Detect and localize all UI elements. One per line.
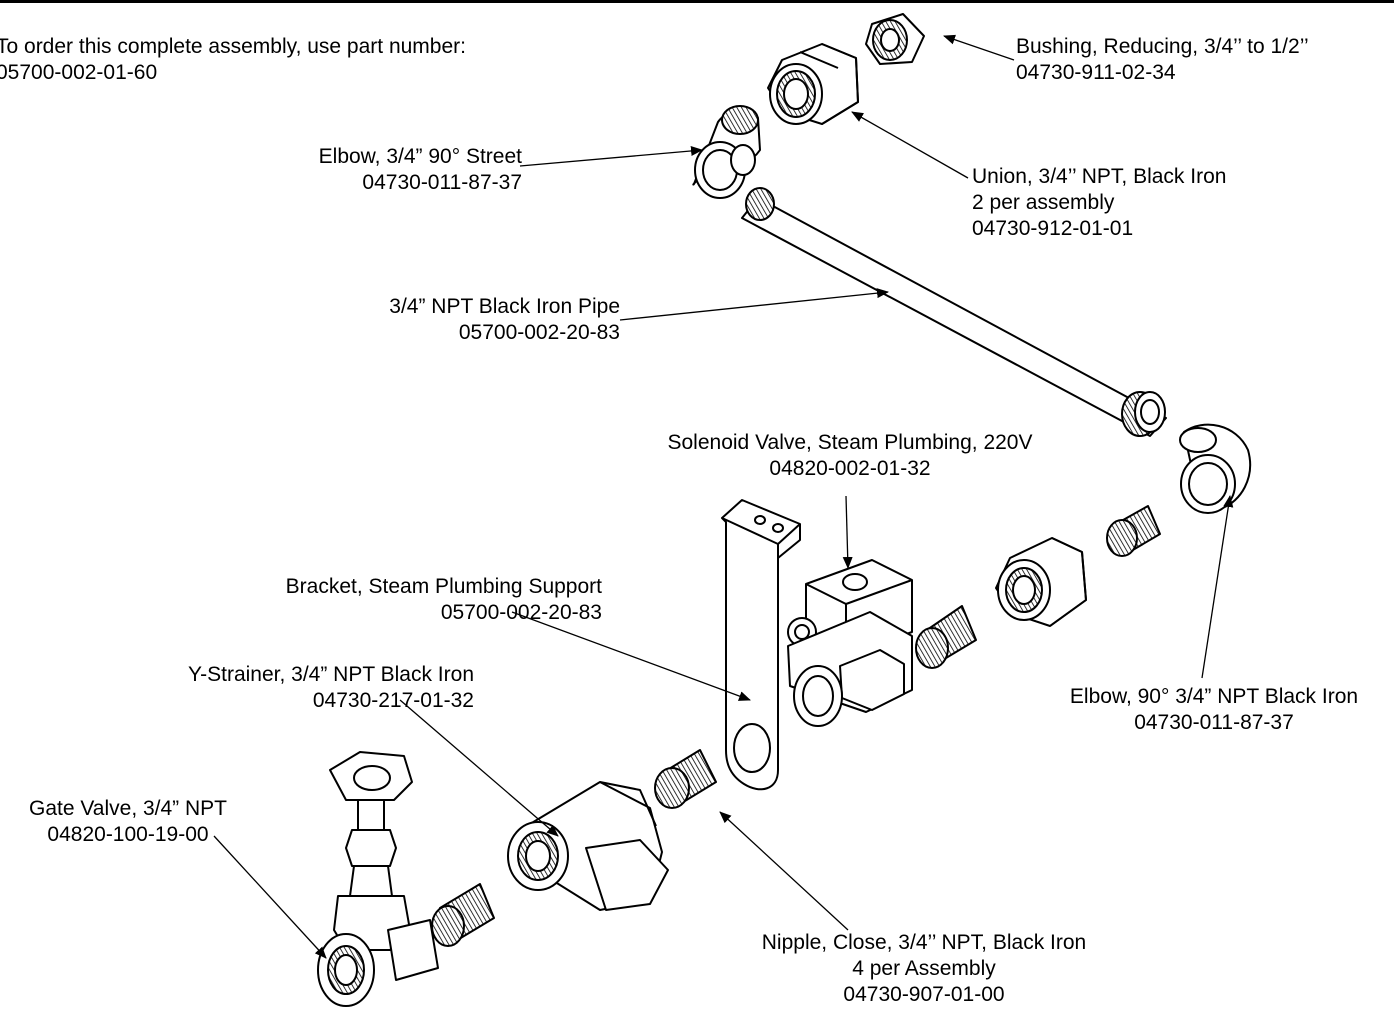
nipple-right-part-icon (1106, 505, 1161, 557)
leader-y-strainer (399, 699, 559, 837)
callout-elbow-street: Elbow, 3/4” 90° Street 04730-011-87-37 (319, 144, 522, 196)
nipple-upper-part-icon (915, 605, 977, 669)
gate-valve-part-icon (317, 751, 439, 1007)
leader-gate-valve (213, 835, 327, 959)
callout-nipple: Nipple, Close, 3/4’’ NPT, Black Iron 4 p… (726, 930, 1122, 1008)
leader-nipple (719, 811, 849, 931)
bushing-part-number: 04730-911-02-34 (1016, 61, 1176, 84)
nipple-lower-part-icon (654, 749, 717, 809)
bracket-name: Bracket, Steam Plumbing Support (285, 575, 602, 598)
pipe-name: 3/4” NPT Black Iron Pipe (389, 295, 620, 318)
leader-elbow-90 (1201, 495, 1234, 679)
order-note-part-number: 05700-002-01-60 (0, 61, 158, 84)
solenoid-part-number: 04820-002-01-32 (769, 457, 931, 480)
callout-pipe: 3/4” NPT Black Iron Pipe 05700-002-20-83 (389, 294, 620, 346)
leader-bushing (943, 34, 1015, 61)
pipe-part-number: 05700-002-20-83 (458, 321, 620, 344)
leader-union (851, 111, 969, 179)
nipple-name: Nipple, Close, 3/4’’ NPT, Black Iron (761, 931, 1087, 954)
street-elbow-part-icon (692, 105, 761, 199)
nipple-quantity: 4 per Assembly (852, 957, 996, 980)
elbow-90-part-icon (1179, 423, 1252, 514)
union-middle-part-icon (995, 537, 1087, 627)
leader-pipe (619, 288, 889, 321)
elbow-90-part-number: 04730-011-87-37 (1134, 711, 1294, 734)
elbow-street-part-number: 04730-011-87-37 (362, 171, 522, 194)
leader-lines (213, 34, 1234, 959)
union-quantity: 2 per assembly (972, 191, 1115, 214)
elbow-street-name: Elbow, 3/4” 90° Street (318, 145, 522, 168)
nipple-bottom-part-icon (431, 883, 495, 947)
black-iron-pipe-part-icon (741, 187, 1167, 437)
nipple-part-number: 04730-907-01-00 (843, 983, 1005, 1006)
bushing-name: Bushing, Reducing, 3/4’’ to 1/2’’ (1016, 35, 1309, 58)
callout-y-strainer: Y-Strainer, 3/4” NPT Black Iron 04730-21… (188, 662, 474, 714)
y-strainer-part-number: 04730-217-01-32 (312, 689, 474, 712)
top-rule (0, 0, 1394, 3)
union-top-part-icon (767, 43, 859, 125)
gate-valve-name: Gate Valve, 3/4” NPT (28, 797, 228, 820)
callout-solenoid-valve: Solenoid Valve, Steam Plumbing, 220V 048… (640, 430, 1060, 482)
y-strainer-name: Y-Strainer, 3/4” NPT Black Iron (188, 663, 474, 686)
leader-bracket (511, 611, 751, 701)
callout-gate-valve: Gate Valve, 3/4” NPT 04820-100-19-00 (0, 796, 256, 848)
order-note: To order this complete assembly, use par… (0, 34, 466, 86)
y-strainer-part-icon (507, 781, 669, 911)
callout-union: Union, 3/4’’ NPT, Black Iron 2 per assem… (972, 164, 1226, 242)
bracket-part-number: 05700-002-20-83 (440, 601, 602, 624)
elbow-90-name: Elbow, 90° 3/4” NPT Black Iron (1069, 685, 1359, 708)
solenoid-valve-part-icon (787, 559, 913, 727)
callout-elbow-90: Elbow, 90° 3/4” NPT Black Iron 04730-011… (1040, 684, 1388, 736)
callout-bushing: Bushing, Reducing, 3/4’’ to 1/2’’ 04730-… (1016, 34, 1309, 86)
union-part-number: 04730-912-01-01 (972, 217, 1134, 240)
union-name: Union, 3/4’’ NPT, Black Iron (972, 165, 1227, 188)
bushing-part-icon (865, 13, 925, 65)
callout-bracket: Bracket, Steam Plumbing Support 05700-00… (286, 574, 602, 626)
gate-valve-part-number: 04820-100-19-00 (47, 823, 209, 846)
leader-elbow-street (519, 145, 703, 167)
leader-solenoid (842, 495, 853, 569)
solenoid-name: Solenoid Valve, Steam Plumbing, 220V (667, 431, 1033, 454)
bracket-part-icon (721, 499, 801, 791)
order-note-text: To order this complete assembly, use par… (0, 35, 466, 58)
